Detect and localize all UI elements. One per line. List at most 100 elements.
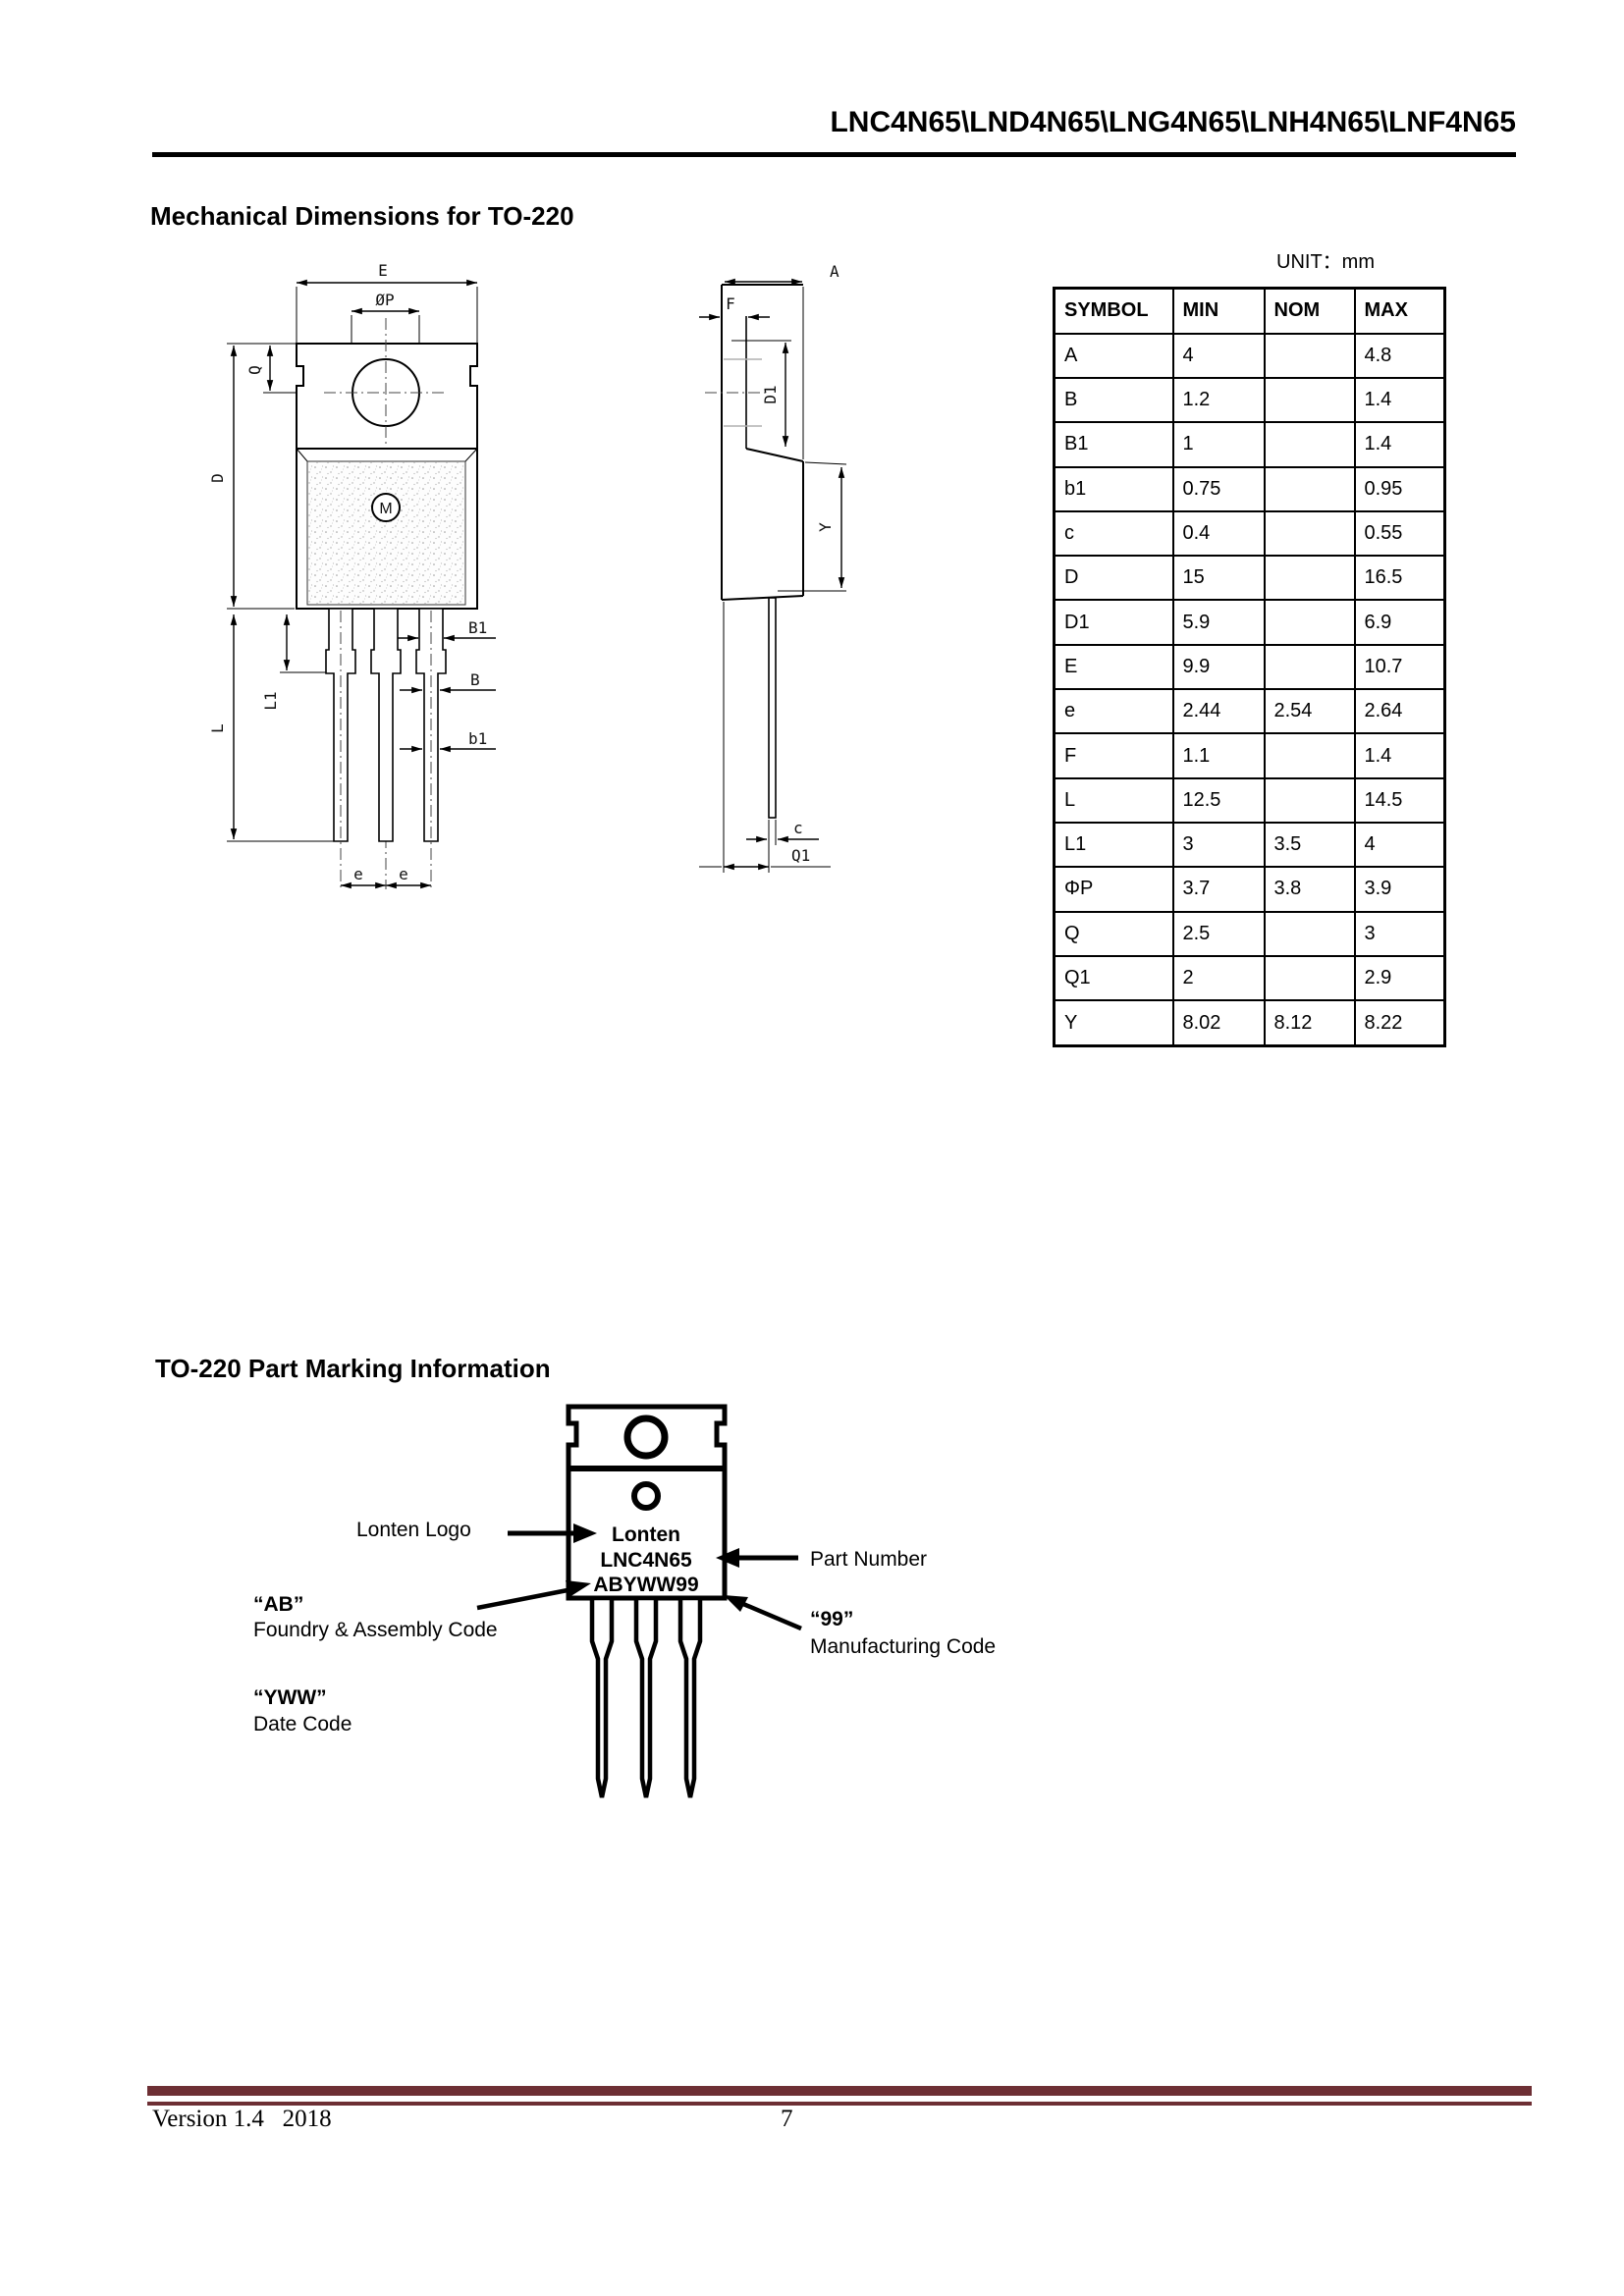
footer-rule-thin xyxy=(147,2102,1532,2106)
table-cell: 2.44 xyxy=(1171,688,1266,735)
column-header: NOM xyxy=(1263,287,1356,335)
dim-label-a: A xyxy=(830,262,839,281)
column-header: MIN xyxy=(1171,287,1266,335)
dim-label-hole-diameter: ØP xyxy=(375,291,394,309)
front-view-package-body xyxy=(296,318,478,889)
table-cell: 8.12 xyxy=(1263,999,1356,1047)
side-view-outline xyxy=(705,284,804,819)
label-lonten-logo: Lonten Logo xyxy=(356,1519,471,1541)
header-rule xyxy=(152,152,1516,157)
table-cell: 3.8 xyxy=(1263,866,1356,913)
table-cell: 4 xyxy=(1171,332,1266,380)
table-cell: 3 xyxy=(1171,821,1266,869)
dim-label-f: F xyxy=(726,294,735,313)
dim-label-b: B xyxy=(470,670,480,689)
table-cell: 15 xyxy=(1171,555,1266,602)
label-part-number: Part Number xyxy=(810,1548,927,1571)
dim-label-l: L xyxy=(208,723,227,733)
footer-version: Version 1.4 2018 xyxy=(152,2106,332,2132)
dim-label-d: D xyxy=(208,473,227,483)
table-cell: 3.9 xyxy=(1353,866,1446,913)
arrow-to-part-number-icon xyxy=(716,1548,739,1568)
table-cell: L1 xyxy=(1053,821,1174,869)
dim-label-e-width: E xyxy=(378,261,388,280)
dim-label-q: Q xyxy=(245,365,264,375)
table-cell: b1 xyxy=(1053,465,1174,512)
dim-label-c: c xyxy=(793,819,803,837)
table-cell: 8.22 xyxy=(1353,999,1446,1047)
label-manufacturing-code: Manufacturing Code xyxy=(810,1635,996,1658)
table-cell xyxy=(1263,954,1356,1002)
table-cell xyxy=(1263,376,1356,424)
side-view-dimension-lines xyxy=(699,278,847,873)
table-cell: 1.4 xyxy=(1353,376,1446,424)
arrow-to-logo-icon xyxy=(573,1523,597,1543)
column-header: SYMBOL xyxy=(1053,287,1174,335)
marking-package-outline xyxy=(566,1404,728,1798)
page-header-title: LNC4N65\LND4N65\LNG4N65\LNH4N65\LNF4N65 xyxy=(830,106,1516,138)
dim-label-b1-upper: B1 xyxy=(468,618,487,637)
marking-callout-arrows xyxy=(476,1523,802,1631)
table-cell xyxy=(1263,599,1356,646)
table-cell: 4 xyxy=(1353,821,1446,869)
marking-package-text: Lonten LNC4N65 ABYWW99 xyxy=(593,1523,698,1596)
table-cell xyxy=(1263,643,1356,691)
table-cell: 8.02 xyxy=(1171,999,1266,1047)
table-cell: 2.54 xyxy=(1263,688,1356,735)
dim-label-e-pitch-left: e xyxy=(353,865,363,883)
label-foundry-assembly-code: Foundry & Assembly Code xyxy=(253,1619,498,1641)
table-cell xyxy=(1263,509,1356,558)
manufacturer-logo-m: M xyxy=(379,501,392,517)
dim-label-l1: L1 xyxy=(261,691,280,710)
table-cell xyxy=(1263,910,1356,957)
table-cell: 1 xyxy=(1171,421,1266,468)
table-cell: 2.9 xyxy=(1353,954,1446,1002)
table-cell: 1.1 xyxy=(1171,732,1266,779)
table-cell: 2 xyxy=(1171,954,1266,1002)
table-cell: 2.64 xyxy=(1353,688,1446,735)
dim-label-b1-lower: b1 xyxy=(468,729,487,748)
table-cell: F xyxy=(1053,732,1174,779)
table-cell xyxy=(1263,332,1356,380)
table-cell: 1.4 xyxy=(1353,732,1446,779)
table-cell: D xyxy=(1053,555,1174,602)
table-cell: 16.5 xyxy=(1353,555,1446,602)
front-view-dimension-labels: E ØP Q D L L1 B1 B b1 e e M xyxy=(208,261,487,883)
label-yww-code: “YWW” xyxy=(253,1686,327,1709)
table-cell: 10.7 xyxy=(1353,643,1446,691)
side-view-dimension-labels: A F D1 Y c Q1 xyxy=(726,262,839,865)
table-cell: 0.4 xyxy=(1171,509,1266,558)
table-cell: ΦP xyxy=(1053,866,1174,913)
front-view-dimension-lines xyxy=(227,279,496,889)
table-cell xyxy=(1263,555,1356,602)
dim-label-q1: Q1 xyxy=(791,846,810,865)
table-cell: B1 xyxy=(1053,421,1174,468)
table-cell: e xyxy=(1053,688,1174,735)
table-cell: c xyxy=(1053,509,1174,558)
marking-logo-text: Lonten xyxy=(612,1523,680,1546)
table-cell: 9.9 xyxy=(1171,643,1266,691)
table-cell: 14.5 xyxy=(1353,776,1446,824)
front-view-drawing: E ØP Q D L L1 B1 B b1 e e M xyxy=(208,261,496,889)
dim-label-e-pitch-right: e xyxy=(399,865,408,883)
table-cell: E xyxy=(1053,643,1174,691)
table-cell xyxy=(1263,421,1356,468)
table-cell: 0.75 xyxy=(1171,465,1266,512)
marking-code-text: ABYWW99 xyxy=(593,1574,698,1596)
table-cell xyxy=(1263,465,1356,512)
table-cell: Q xyxy=(1053,910,1174,957)
footer-page-number: 7 xyxy=(781,2106,793,2132)
dim-label-y: Y xyxy=(816,522,835,532)
table-cell: L xyxy=(1053,776,1174,824)
unit-label: UNIT：mm xyxy=(1276,251,1375,273)
marking-callout-labels: Lonten Logo Part Number “AB” Foundry & A… xyxy=(253,1519,996,1735)
